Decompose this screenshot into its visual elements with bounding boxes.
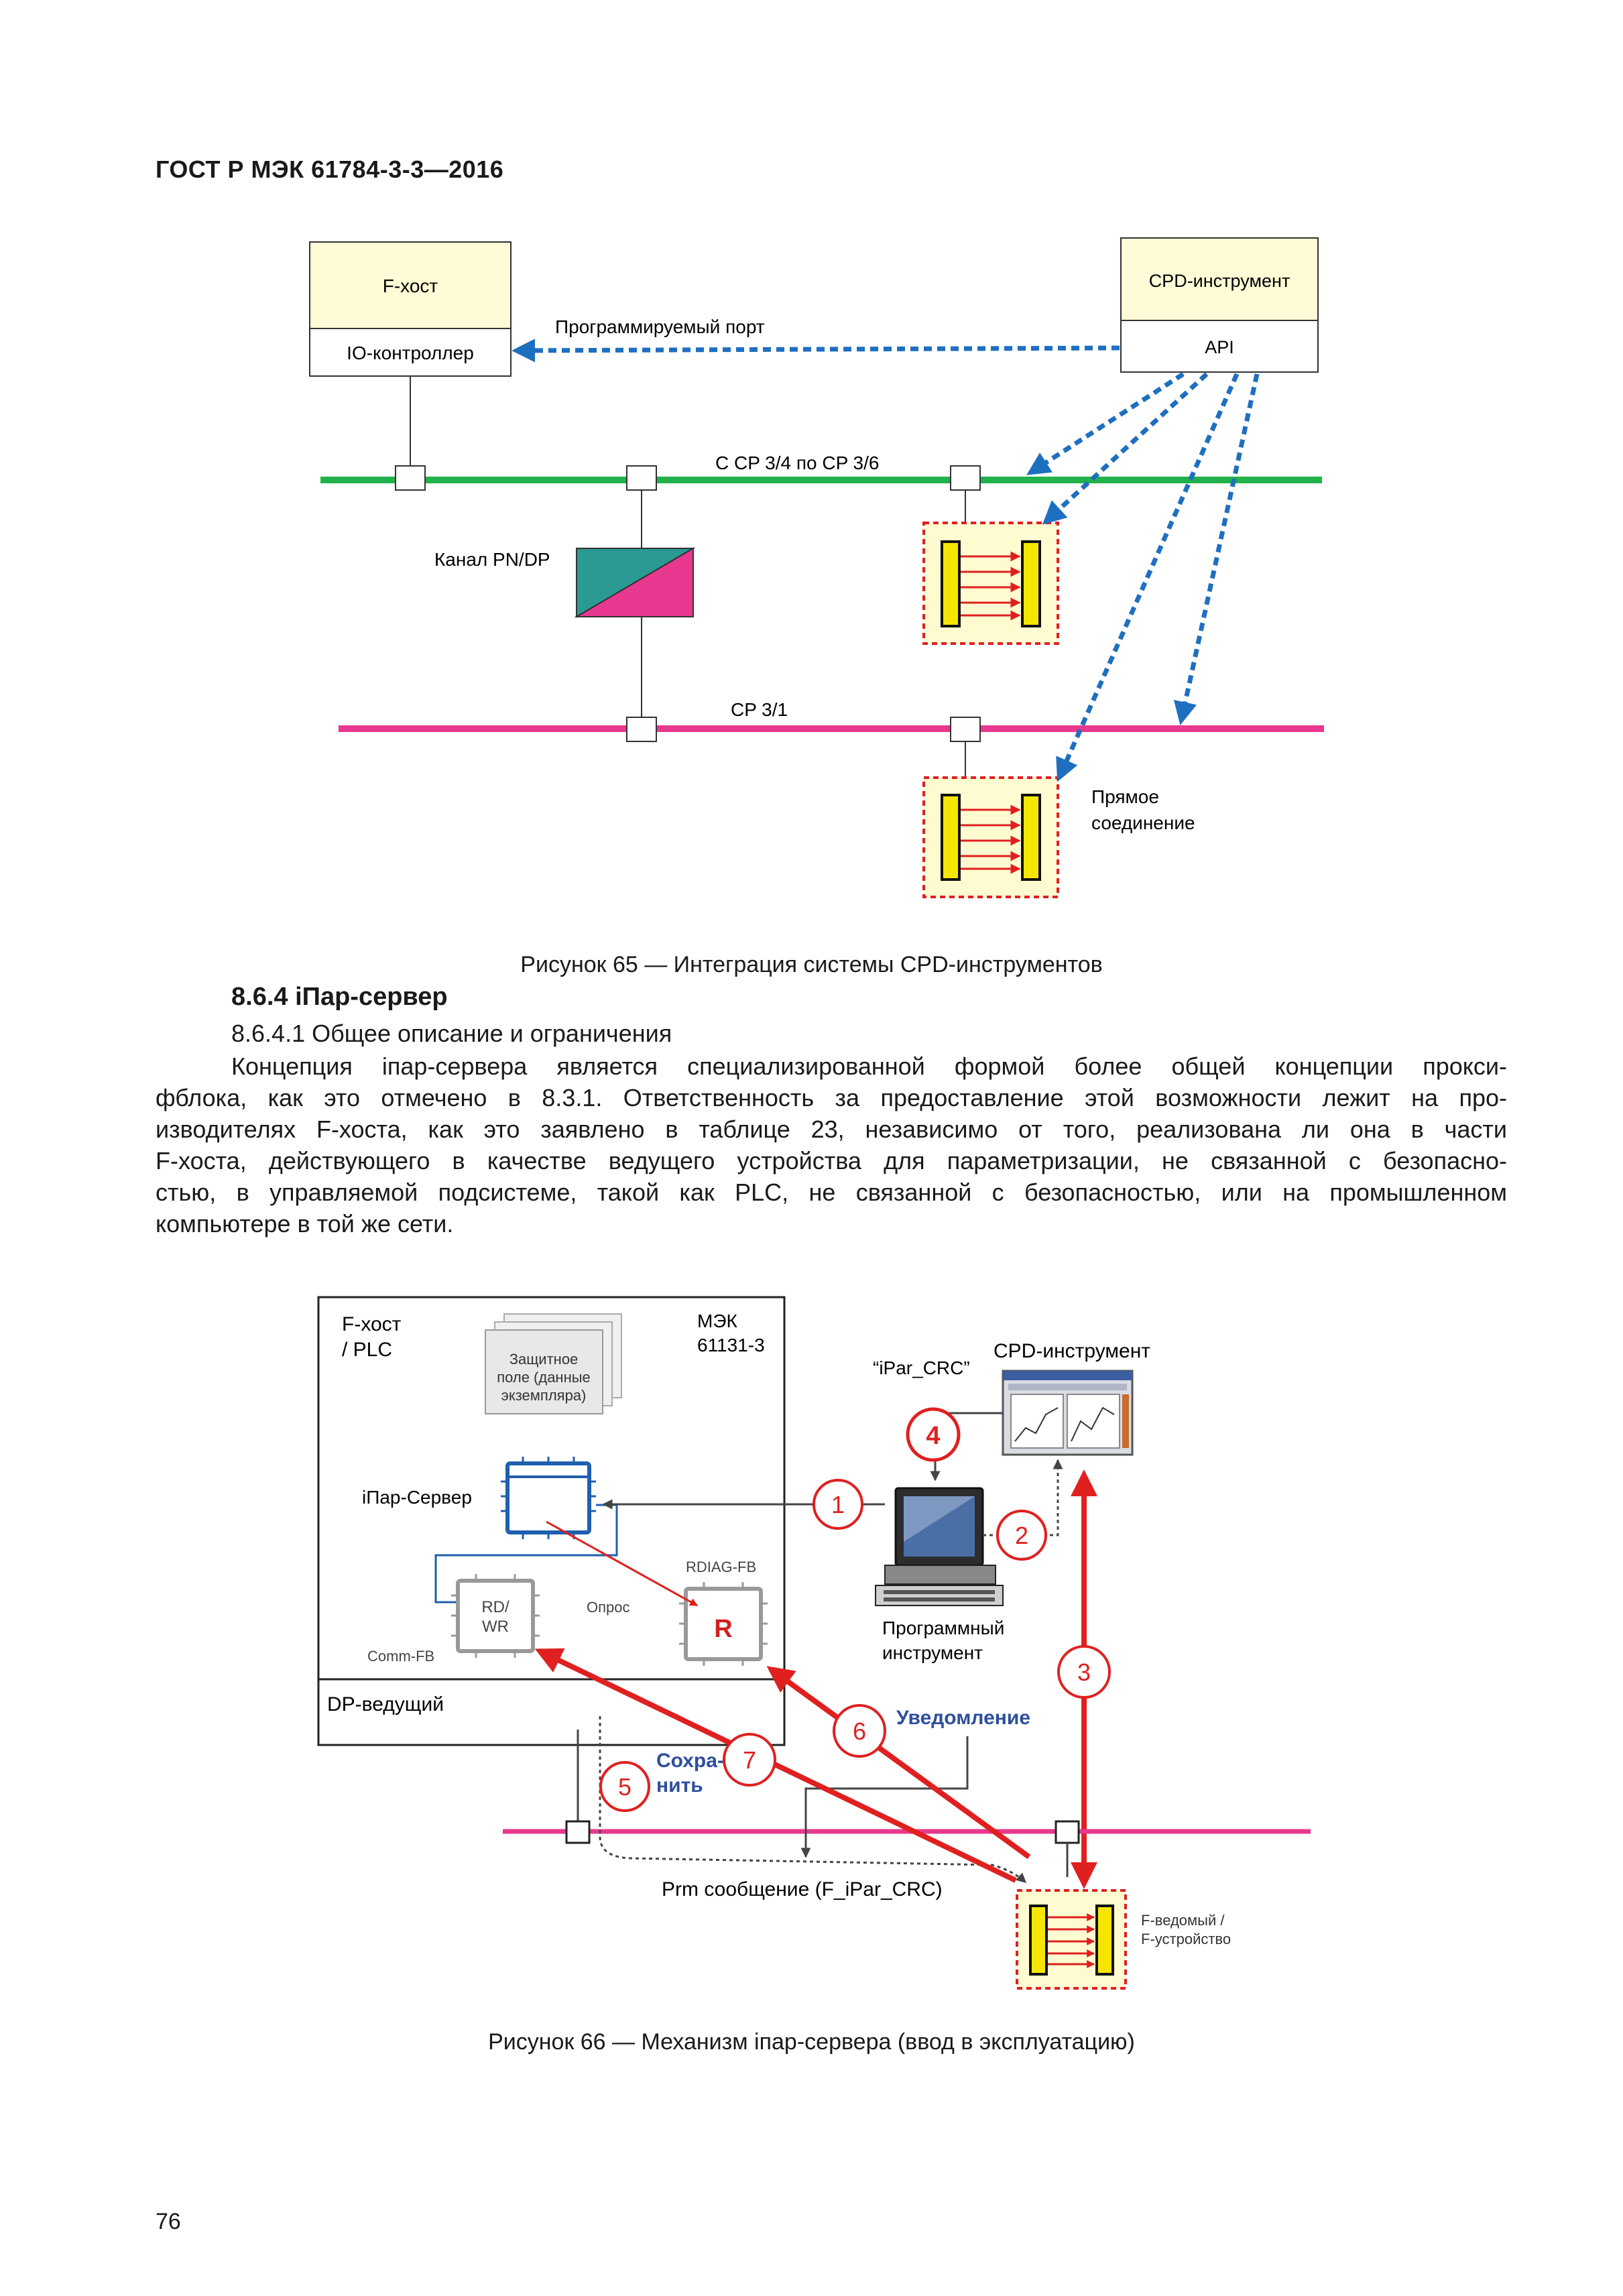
protected-field: Защитное поле (данные экземпляра): [485, 1313, 622, 1414]
f-host-plc-label-2: / PLC: [342, 1339, 392, 1361]
comm-fb-label: Comm-FB: [367, 1648, 434, 1665]
ipar-server-block: [501, 1457, 596, 1539]
iec-label-1: МЭК: [697, 1311, 737, 1331]
api-dashed-arrows: [1026, 372, 1260, 782]
step-5-arrow: [599, 1716, 1027, 1884]
notification-label: Уведомление: [896, 1707, 1030, 1729]
rdiag-fb-block: R: [679, 1582, 768, 1666]
section-heading: 8.6.4 iПар-сервер: [231, 983, 448, 1011]
pn-dp-channel-label: Канал PN/DP: [434, 549, 550, 570]
direct-connection-label-2: соединение: [1091, 812, 1195, 833]
svg-text:5: 5: [618, 1773, 632, 1801]
step-circle-7: 7: [723, 1733, 776, 1787]
rdwr-block: RD/ WR: [451, 1574, 540, 1658]
svg-text:RD/: RD/: [481, 1598, 509, 1616]
paragraph-line: стью, в управляемой подсистеме, такой ка…: [156, 1179, 1507, 1206]
paragraph-line: изводителях F-хоста, как это заявлено в …: [156, 1115, 1507, 1143]
svg-text:WR: WR: [482, 1618, 509, 1636]
figure-65-caption: Рисунок 65 — Интеграция системы CPD-инст…: [520, 952, 1103, 977]
safety-device-1: [922, 522, 1059, 645]
svg-text:2: 2: [1015, 1522, 1028, 1549]
figure-65-diagram: F-хост IO-контроллер CPD-инструмент API …: [309, 237, 1324, 898]
f-slave-label-1: F-ведомый /: [1141, 1912, 1225, 1929]
subsection-heading: 8.6.4.1 Общее описание и ограничения: [231, 1020, 672, 1047]
section-paragraph: Концепция iпар-сервера является специали…: [156, 1050, 1507, 1240]
step-2-arrow: [983, 1459, 1063, 1536]
programmable-port-label: Программируемый порт: [555, 316, 765, 337]
step-circle-5: 5: [599, 1761, 650, 1812]
step-circle-3: 3: [1057, 1645, 1111, 1699]
top-bus-label: С CP 3/4 по CP 3/6: [715, 452, 879, 473]
cpd-tool-screen: [1002, 1370, 1134, 1456]
f-host-plc-label-1: F-хост: [342, 1313, 402, 1335]
step-6-arrow: [766, 1666, 1031, 1860]
figure-66-caption: Рисунок 66 — Механизм iпар-сервера (ввод…: [488, 2029, 1135, 2055]
poll-label: Опрос: [587, 1599, 630, 1616]
program-tool-label-2: инструмент: [882, 1642, 983, 1663]
step-7-arrow: [534, 1648, 1017, 1883]
cpd-tool-label: CPD-инструмент: [1149, 271, 1290, 291]
svg-text:3: 3: [1077, 1658, 1091, 1686]
safety-device-2: [922, 776, 1059, 898]
svg-text:Защитное: Защитное: [509, 1351, 579, 1368]
paragraph-line: F-хоста, действующего в качестве ведущег…: [156, 1147, 1507, 1174]
cpd-tool-label: CPD-инструмент: [994, 1340, 1150, 1362]
prm-message-label: Prm сообщение (F_iPar_CRC): [662, 1878, 943, 1900]
svg-text:экземпляра): экземпляра): [501, 1387, 587, 1404]
f-slave-device: [1016, 1889, 1127, 1990]
save-label-2: нить: [656, 1774, 703, 1797]
io-controller-label: IO-контроллер: [347, 343, 474, 363]
paragraph-line: Концепция iпар-сервера является специали…: [231, 1052, 1507, 1080]
direct-connection-label-1: Прямое: [1091, 786, 1159, 807]
svg-text:поле (данные: поле (данные: [497, 1369, 591, 1386]
f-host-label: F-хост: [383, 276, 438, 296]
paragraph-line: компьютере в той же сети.: [156, 1210, 454, 1237]
document-header: ГОСТ Р МЭК 61784-3-3—2016: [156, 156, 504, 183]
step-circle-1: 1: [813, 1479, 863, 1530]
program-tool-label-1: Программный: [882, 1618, 1004, 1638]
bottom-bus-label: CP 3/1: [731, 699, 788, 720]
svg-text:6: 6: [853, 1717, 866, 1745]
svg-text:1: 1: [831, 1491, 845, 1518]
pn-dp-coupler: [576, 548, 694, 617]
f-slave-label-2: F-устройство: [1141, 1931, 1231, 1947]
notification-arrow: [800, 1736, 969, 1858]
figure-66-diagram: F-хост / PLC МЭК 61131-3 DP-ведущий Защи…: [317, 1296, 1311, 1990]
page-number: 76: [156, 2209, 181, 2234]
paragraph-line: фблока, как это отмечено в 8.3.1. Ответс…: [156, 1084, 1507, 1111]
svg-text:4: 4: [926, 1422, 940, 1450]
r-letter: R: [714, 1615, 732, 1643]
rdiag-fb-label: RDIAG-FB: [686, 1559, 756, 1575]
program-tool-computer: [875, 1487, 1004, 1606]
api-label: API: [1205, 337, 1234, 357]
ipar-crc-label: “iPar_CRC”: [873, 1357, 970, 1378]
step-circle-2: 2: [996, 1510, 1047, 1561]
ipar-server-label: iПар-Сервер: [362, 1487, 472, 1508]
step-circle-6: 6: [833, 1704, 886, 1758]
dp-master-label: DP-ведущий: [327, 1693, 444, 1715]
save-label-1: Сохра-: [656, 1750, 724, 1772]
programmable-port-arrow: [512, 339, 1120, 363]
iec-label-2: 61131-3: [697, 1335, 765, 1355]
svg-text:7: 7: [743, 1746, 756, 1774]
step-circle-4: 4: [906, 1407, 961, 1462]
